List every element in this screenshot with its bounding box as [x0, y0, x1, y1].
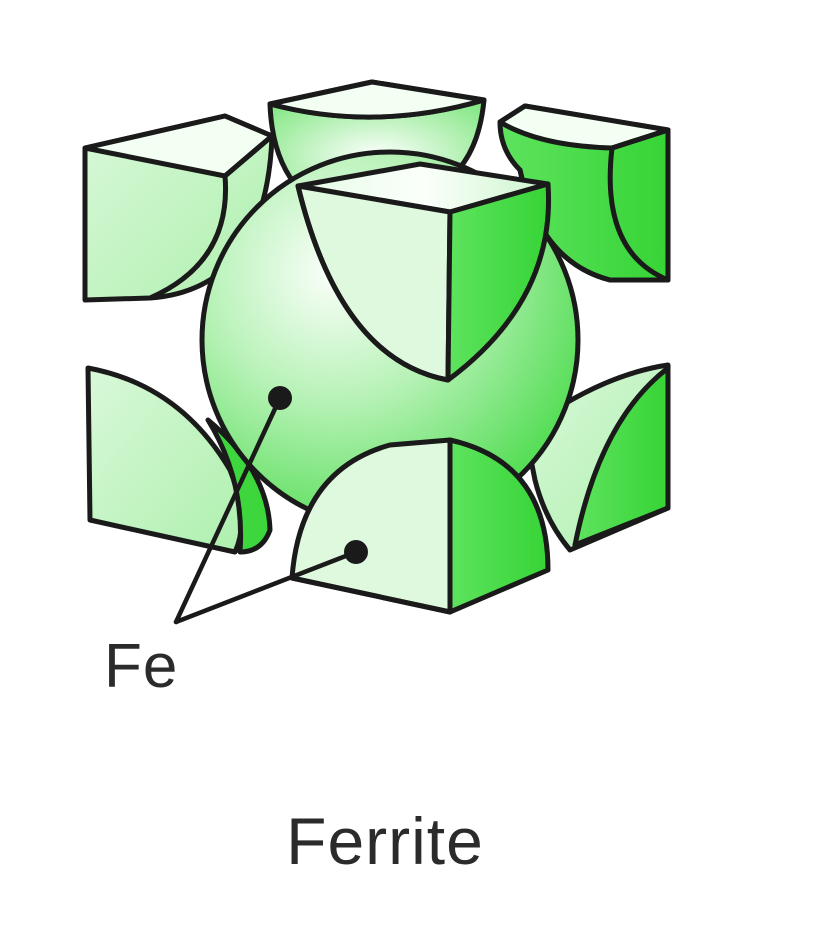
corner-atom-front-bottom [289, 437, 551, 615]
figure-caption: Ferrite [286, 804, 484, 878]
atom-markers [268, 386, 368, 564]
label-leader-lines [173, 395, 359, 625]
corner-atom-front-top [295, 161, 552, 383]
atom-label: Fe [104, 632, 179, 701]
corner-atom-top-right [497, 103, 671, 283]
